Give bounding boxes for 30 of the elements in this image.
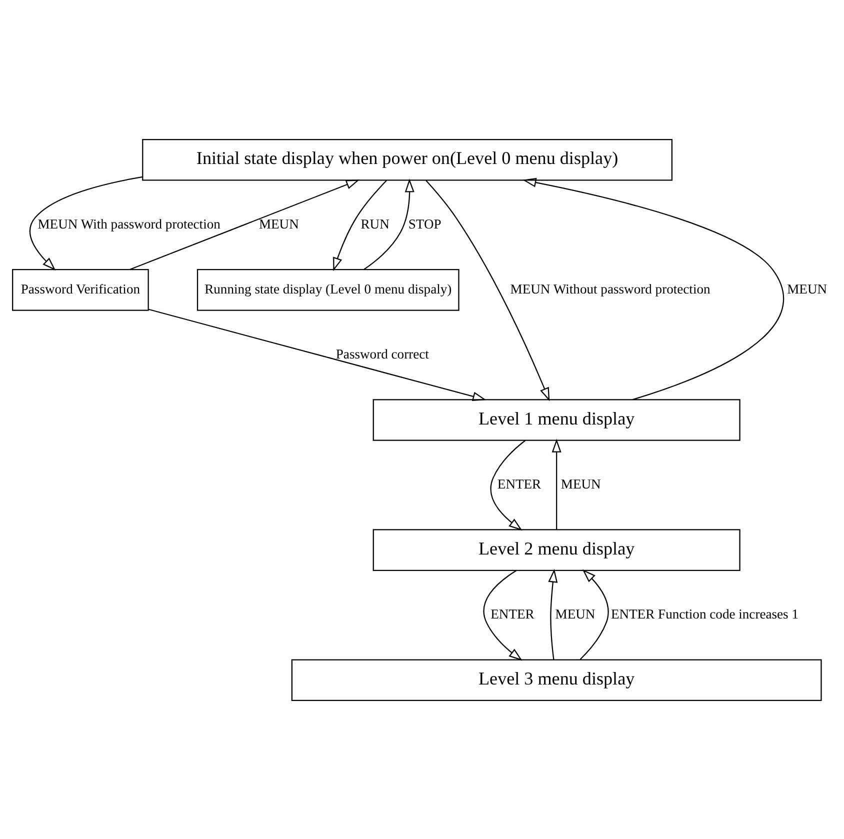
node-box: Running state display (Level 0 menu dispaly) (196, 268, 460, 310)
edge-label: MEUN (787, 280, 828, 296)
arrow (333, 180, 387, 271)
arrow (580, 568, 609, 660)
arrow (148, 308, 486, 401)
arrow (130, 179, 360, 270)
arrow (548, 568, 558, 660)
node-box: Level 3 menu display (291, 658, 822, 701)
arrow (552, 438, 562, 529)
edge-label: MEUN (560, 476, 601, 492)
arrow (490, 439, 526, 530)
edge-label: ENTER Function code increases 1 (610, 606, 799, 622)
arrow (426, 180, 550, 401)
edge-label: ENTER (497, 476, 542, 492)
node-box: Level 1 menu display (372, 398, 740, 440)
node-box: Level 2 menu display (372, 528, 740, 570)
arrow (30, 176, 142, 270)
arrow (364, 178, 414, 270)
edge-label: Password correct (336, 346, 429, 361)
edge-label: MEUN (258, 216, 299, 231)
edge-label: ENTER (490, 606, 534, 622)
arrow (522, 177, 784, 400)
edge-label: MEUN Without password protection (510, 280, 710, 296)
node-box: Password Verification (12, 268, 149, 310)
arrow (483, 570, 522, 660)
edge-label: MEUN (555, 606, 596, 622)
edge-label: RUN (360, 216, 390, 231)
edge-label: STOP (408, 216, 442, 231)
node-box: Initial state display when power on(Level 0 menu display) (142, 138, 672, 180)
edge-label: MEUN With password protection (38, 216, 220, 231)
